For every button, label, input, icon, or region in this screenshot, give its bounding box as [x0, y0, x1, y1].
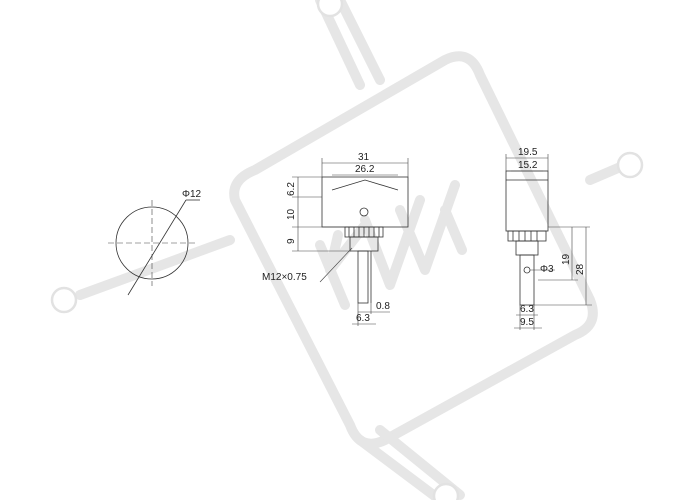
dim-side-height-inner: 19 — [561, 253, 572, 265]
dim-h-mid: 10 — [286, 208, 297, 220]
dim-side-width-inner: 15.2 — [518, 160, 538, 171]
watermark-ring — [50, 286, 78, 314]
watermark-logo — [315, 180, 467, 310]
switch-side-view: 19.5 15.2 Φ3 19 28 6.3 9.5 — [505, 147, 592, 330]
dim-width-inner: 26.2 — [355, 164, 375, 175]
dim-h-top: 6.2 — [286, 182, 297, 196]
dim-h-low: 9 — [286, 238, 297, 244]
dim-side-width-total: 19.5 — [518, 147, 538, 158]
dim-thread: M12×0.75 — [262, 272, 307, 283]
dim-width-total: 31 — [358, 152, 370, 163]
watermark — [50, 0, 644, 500]
front-circle-view: Φ12 — [108, 189, 202, 296]
dim-terminal-thickness: 0.8 — [376, 301, 390, 312]
watermark-ring — [432, 482, 460, 500]
dim-side-bottom-width: 9.5 — [520, 317, 534, 328]
dim-side-hole: Φ3 — [540, 264, 554, 275]
dim-side-terminal-width: 6.3 — [520, 304, 534, 315]
dim-side-height-total: 28 — [575, 263, 586, 275]
watermark-ring — [616, 151, 644, 179]
dim-terminal-width-front: 6.3 — [356, 313, 370, 324]
watermark-ring — [316, 0, 344, 18]
dim-circle-diameter: Φ12 — [182, 189, 202, 200]
switch-front-view: 31 26.2 6.2 10 9 M12×0.75 0.8 6.3 — [262, 152, 409, 326]
